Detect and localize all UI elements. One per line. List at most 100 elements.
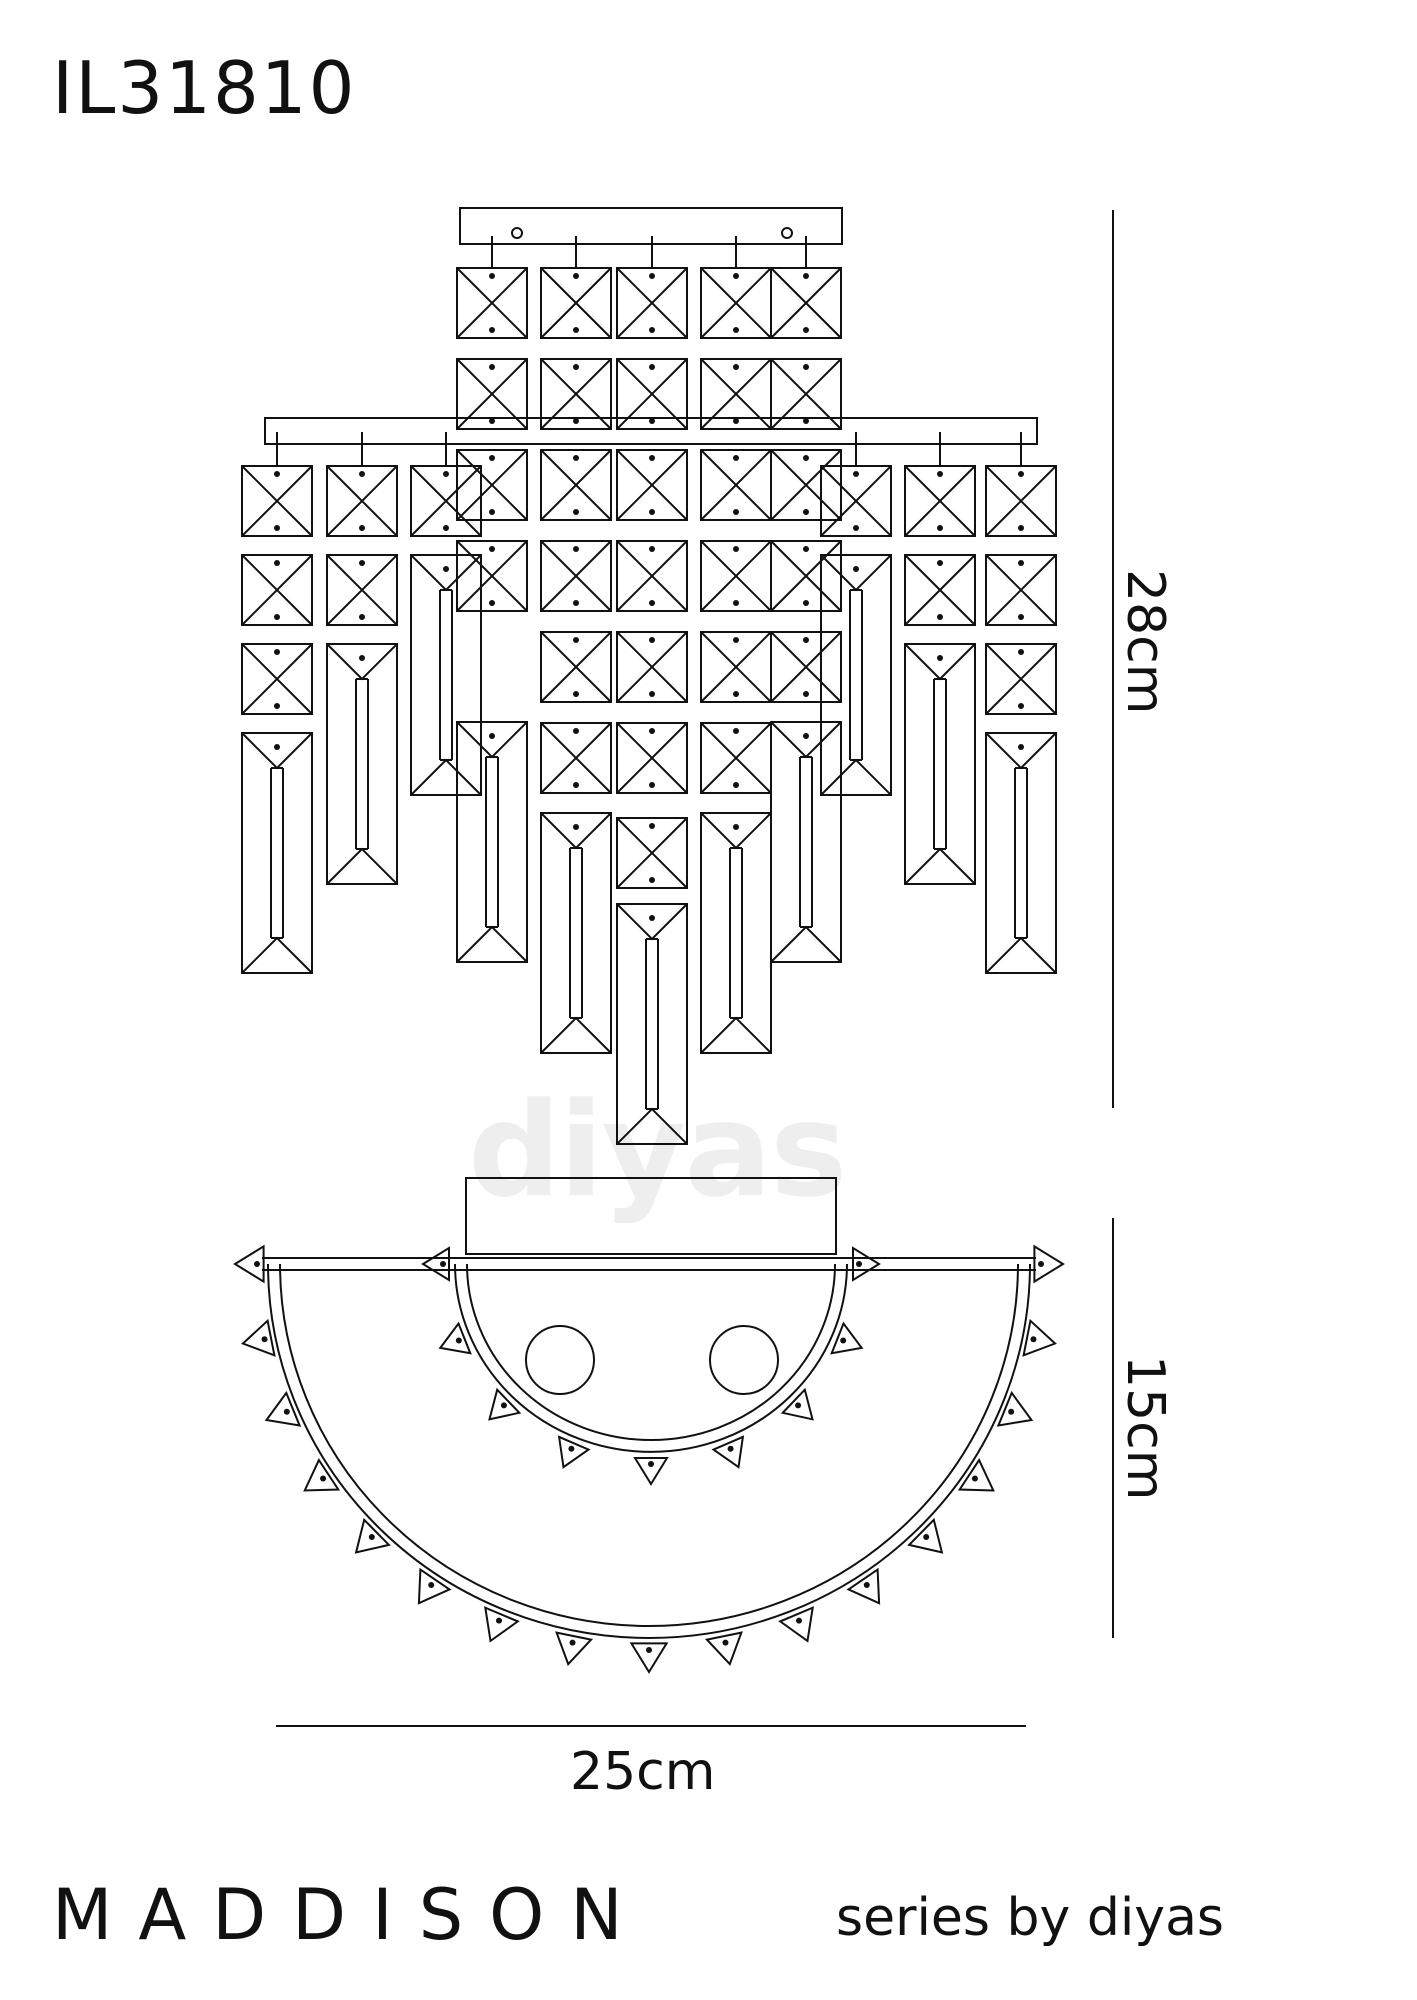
crystal-hole-dot [443,566,449,572]
square-crystal [540,631,612,703]
square-crystal-outline [326,465,398,537]
crystal-hole-dot [649,418,655,424]
square-crystal-outline [904,465,976,537]
prism-crystal [456,721,528,963]
square-crystal [410,465,482,537]
square-crystal-facet [326,554,398,626]
square-crystal-facet [700,449,772,521]
crystal-hole-dot [443,471,449,477]
prism-crystal-outline [410,554,482,796]
crystal-hole-dot [573,637,579,643]
outer-crystal-arc-inner [279,1263,1019,1627]
crystal-hole-dot [649,915,655,921]
crystal-hole-dot [573,455,579,461]
crystal-hole-dot [489,327,495,333]
crystal-hole-dot [568,1445,575,1452]
square-crystal-facet [241,643,313,715]
crystal-hole-dot [359,525,365,531]
square-crystal [700,358,772,430]
triangle-crystal [780,1387,814,1421]
model-code: IL31810 [52,46,357,130]
square-crystal-facet [700,631,772,703]
square-crystal [770,358,842,430]
mounting-screw-hole [511,227,523,239]
crystal-hole-dot [722,1639,729,1646]
square-crystal-facet [616,722,688,794]
prism-crystal-outline [326,643,398,885]
prism-crystal-outline [616,903,688,1145]
triangle-crystal [488,1387,522,1421]
square-crystal [700,267,772,339]
square-crystal-facet [540,358,612,430]
crystal-hole-dot [573,824,579,830]
top-view-drawing [233,1177,1065,1674]
triangle-crystal-outline [488,1387,522,1421]
crystal-hole-dot [573,600,579,606]
crystal-hole-dot [489,455,495,461]
square-crystal-facet [820,465,892,537]
square-crystal-outline [241,643,313,715]
crystal-hole-dot [853,566,859,572]
square-crystal [540,722,612,794]
crystal-hole-dot [649,877,655,883]
crystal-hole-dot [489,600,495,606]
square-crystal-outline [456,267,528,339]
square-crystal-facet [456,267,528,339]
crystal-hole-dot [569,1639,576,1646]
prism-crystal-outline [700,812,772,1054]
prism-crystal-facet [456,721,528,759]
prism-crystal-facet [770,721,842,759]
crystal-hole-dot [937,560,943,566]
prism-crystal [820,554,892,796]
crystal-hole-dot [853,525,859,531]
crystal-hole-dot [937,471,943,477]
crystal-hole-dot [733,728,739,734]
series-name: MADDISON [52,1874,649,1956]
square-crystal [770,267,842,339]
prism-crystal-facet [985,936,1057,974]
crystal-hole-dot [443,525,449,531]
square-crystal-outline [770,358,842,430]
crystal-hole-dot [489,733,495,739]
crystal-hole-dot [840,1337,847,1344]
triangle-crystal-outline [778,1606,814,1643]
square-crystal-facet [770,267,842,339]
crystal-hole-dot [937,614,943,620]
square-crystal-facet [770,358,842,430]
crystal-hole-dot [803,327,809,333]
square-crystal [241,465,313,537]
crystal-hole-dot [1018,471,1024,477]
square-crystal [540,540,612,612]
square-crystal [326,554,398,626]
prism-crystal-facet [700,812,772,850]
square-crystal [700,722,772,794]
crystal-hole-dot [727,1445,734,1452]
prism-crystal-facet [904,847,976,885]
crystal-hole-dot [796,1617,803,1624]
triangle-crystal-outline [241,1318,276,1357]
crystal-hole-dot [649,273,655,279]
square-crystal-outline [616,817,688,889]
crystal-hole-dot [1018,703,1024,709]
width-dimension-label: 25cm [570,1742,716,1802]
crystal-hole-dot [573,691,579,697]
crystal-hole-dot [274,649,280,655]
crystal-hole-dot [649,728,655,734]
square-crystal-outline [540,267,612,339]
square-crystal-outline [616,631,688,703]
square-crystal [700,631,772,703]
crystal-hole-dot [733,418,739,424]
crystal-hole-dot [803,273,809,279]
triangle-crystal [264,1390,302,1427]
crystal-hole-dot [649,600,655,606]
square-crystal [540,267,612,339]
crystal-hole-dot [649,364,655,370]
crystal-hole-dot [283,1408,290,1415]
triangle-crystal-outline [421,1246,450,1282]
prism-crystal [616,903,688,1145]
crystal-hole-dot [274,525,280,531]
triangle-crystal [996,1390,1034,1427]
crystal-hole-dot [274,471,280,477]
prism-crystal [540,812,612,1054]
crystal-hole-dot [359,614,365,620]
